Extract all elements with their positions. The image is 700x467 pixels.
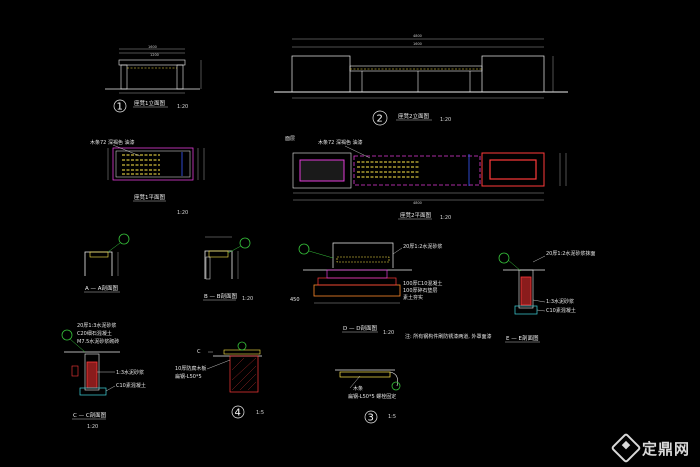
d4-number: 4	[235, 408, 241, 419]
dd-note-4: 素土夯实	[403, 294, 423, 301]
e1-scale: 1:20	[177, 104, 188, 110]
e2-top-dim: 4800	[413, 34, 422, 38]
ee-note-2: 1:3水泥砂浆	[546, 298, 574, 305]
p2-bottom-dim: 4800	[413, 201, 422, 205]
detail-3-view: 木条 扁钢-L50*5 螺栓固定 3 1:5	[335, 369, 401, 424]
e2-sub-dim: 1600	[413, 42, 422, 46]
ee-caption: E — E剖面图	[506, 334, 539, 342]
cc-note-5: C10素混凝土	[116, 382, 146, 389]
section-dd-view: 20厚1:2水泥砂浆 100厚C10混凝土 100厚碎石垫层 素土夯实 450 …	[290, 242, 491, 340]
watermark-text: 定鼎网	[641, 439, 690, 458]
dd-caption: D — D剖面图	[343, 324, 377, 332]
plan2-wood-note: 木条72 深褐色 油漆	[318, 139, 363, 146]
section-ee-view: 20厚1:2水泥砂浆抹面 1:3水泥砂浆 C10素混凝土 E — E剖面图	[498, 250, 595, 343]
ee-note-1: 20厚1:2水泥砂浆抹面	[546, 250, 595, 257]
e2-scale: 1:20	[440, 117, 451, 123]
watermark: 定鼎网	[610, 432, 690, 464]
d4-c-mark: C	[197, 349, 201, 355]
dd-scale: 1:20	[383, 330, 394, 336]
ee-note-3: C10素混凝土	[546, 307, 576, 314]
detail-4-view: C 10厚防腐木板 扁钢-L50*5 4 1:5	[175, 341, 264, 419]
e1-number: 1	[117, 102, 123, 113]
d3-number: 3	[368, 413, 374, 424]
p1-caption: 座凳1平面图	[134, 193, 165, 201]
d4-scale: 1:5	[256, 410, 264, 416]
elevation-2-view: 4800 1600 2 座凳2立面图 1:20	[274, 34, 568, 126]
watermark-logo-icon	[610, 432, 642, 464]
cc-scale: 1:20	[87, 424, 98, 430]
d3-note-1: 木条	[353, 385, 363, 392]
e1-top-dim: 1600	[148, 45, 157, 49]
dd-note-3: 100厚碎石垫层	[403, 287, 438, 294]
section-cc-view: 20厚1:3水泥砂浆 C20细石混凝土 M7.5水泥砂浆砌砖 1:3水泥砂浆 C…	[61, 322, 146, 430]
section-aa-view: A — A剖面图	[84, 233, 130, 293]
cc-caption: C — C剖面图	[73, 411, 107, 419]
dd-note-1: 20厚1:2水泥砂浆	[403, 243, 442, 250]
plan-2-view: 4800 面层 木条72 深褐色 油漆 座凳2平面图 1:20	[285, 136, 567, 221]
bb-caption: B — B剖面图	[204, 292, 238, 300]
d4-note-2: 扁钢-L50*5	[175, 373, 202, 380]
e1-sub-dim: 1200	[150, 53, 159, 57]
elevation-1-view: 1600 1200 1 座凳1立面图 1:20	[105, 45, 202, 113]
cc-note-4: 1:3水泥砂浆	[116, 369, 144, 376]
cc-note-1: 20厚1:3水泥砂浆	[77, 322, 116, 329]
e1-caption: 座凳1立面图	[134, 99, 165, 107]
dd-left-dim: 450	[290, 297, 300, 303]
d3-note-2: 扁钢-L50*5 螺栓固定	[348, 393, 396, 400]
aa-caption: A — A剖面图	[85, 284, 119, 292]
plan2-top-note: 面层	[285, 136, 295, 142]
d4-note-1: 10厚防腐木板	[175, 365, 206, 372]
cc-note-2: C20细石混凝土	[77, 330, 112, 337]
p2-caption: 座凳2平面图	[400, 211, 431, 219]
plan1-wood-note: 木条72 深褐色 油漆	[90, 139, 135, 146]
e2-caption: 座凳2立面图	[398, 112, 429, 120]
e2-number: 2	[377, 114, 383, 125]
plan-1-view: 木条72 深褐色 油漆 座凳1平面图 1:20	[90, 139, 205, 216]
p2-scale: 1:20	[440, 215, 451, 221]
dd-footnote: 注: 所有钢构件刷防锈漆两道, 外罩面漆	[405, 333, 491, 340]
d3-scale: 1:5	[388, 414, 396, 420]
p1-scale: 1:20	[177, 210, 188, 216]
section-bb-view: B — B剖面图 1:20	[203, 236, 253, 302]
bb-scale: 1:20	[242, 296, 253, 302]
dd-note-2: 100厚C10混凝土	[403, 280, 442, 287]
cc-note-3: M7.5水泥砂浆砌砖	[77, 338, 119, 345]
